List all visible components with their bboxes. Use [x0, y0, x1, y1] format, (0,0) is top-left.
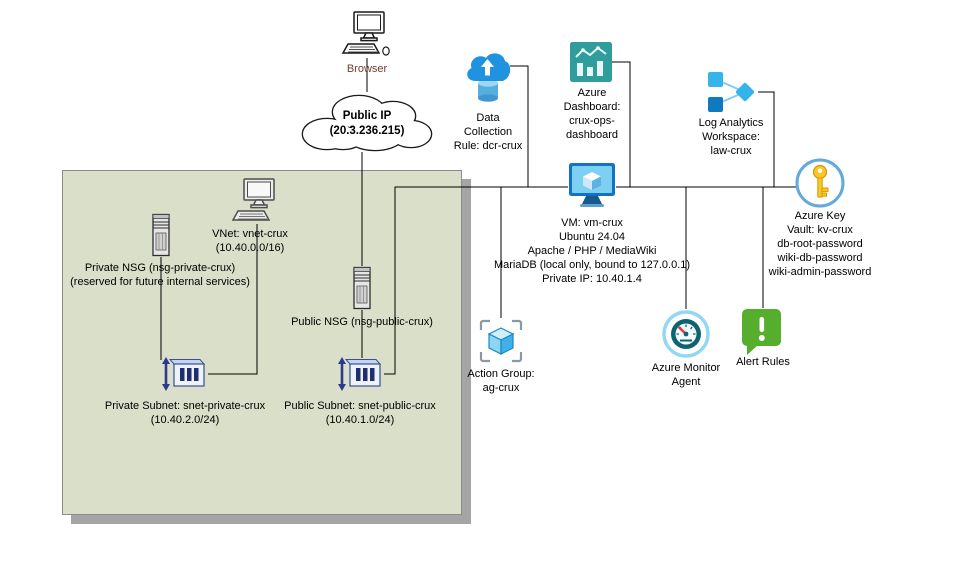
public-nsg-label: Public NSG (nsg-public-crux): [291, 316, 433, 328]
vnet-label: VNet: vnet-crux(10.40.0.0/16): [212, 228, 288, 254]
private-nsg-label: Private NSG (nsg-private-crux)(reserved …: [70, 262, 250, 288]
public-nsg-node: [351, 266, 373, 310]
cube-brackets-icon: [479, 319, 523, 363]
action-group-node: [478, 318, 524, 364]
key-in-circle-icon: [795, 158, 845, 208]
dashboard-chart-icon: [570, 42, 612, 82]
browser-label: Browser: [346, 63, 388, 75]
alert-rules-node: [740, 308, 784, 356]
gauge-icon: [662, 310, 710, 358]
cloud-upload-database-icon: [467, 53, 511, 102]
log-analytics-node: [704, 70, 758, 114]
public-subnet-node: [336, 356, 384, 392]
vm-node: [568, 162, 616, 212]
public-ip-label: Public IP(20.3.236.215): [329, 110, 405, 137]
key-vault-node: [794, 157, 846, 209]
server-tower-icon: [152, 213, 170, 257]
action-group-label: Action Group:ag-crux: [467, 368, 535, 394]
connected-nodes-icon: [708, 72, 755, 112]
data-collection-rule-node: [464, 50, 512, 108]
cloud-shape-icon: [301, 94, 433, 152]
azure-dashboard-node: [570, 42, 612, 82]
public-subnet-label: Public Subnet: snet-public-crux(10.40.1.…: [284, 400, 436, 426]
vnet-node: [231, 177, 283, 225]
alert-rules-label: Alert Rules: [736, 356, 790, 368]
public-ip-node: Public IP(20.3.236.215): [297, 92, 437, 154]
monitor-agent-node: [661, 309, 711, 359]
desktop-computer-icon: [341, 11, 390, 56]
subnet-box-icon: [338, 357, 382, 391]
server-tower-icon: [353, 266, 371, 310]
workstation-icon: [231, 178, 275, 221]
private-subnet-label: Private Subnet: snet-private-crux(10.40.…: [104, 400, 266, 426]
browser-node: [341, 10, 393, 58]
subnet-box-icon: [162, 357, 206, 391]
private-subnet-node: [160, 356, 208, 392]
azure-vm-icon: [569, 163, 615, 207]
private-nsg-node: [150, 213, 172, 257]
alert-bubble-icon: [742, 309, 781, 355]
